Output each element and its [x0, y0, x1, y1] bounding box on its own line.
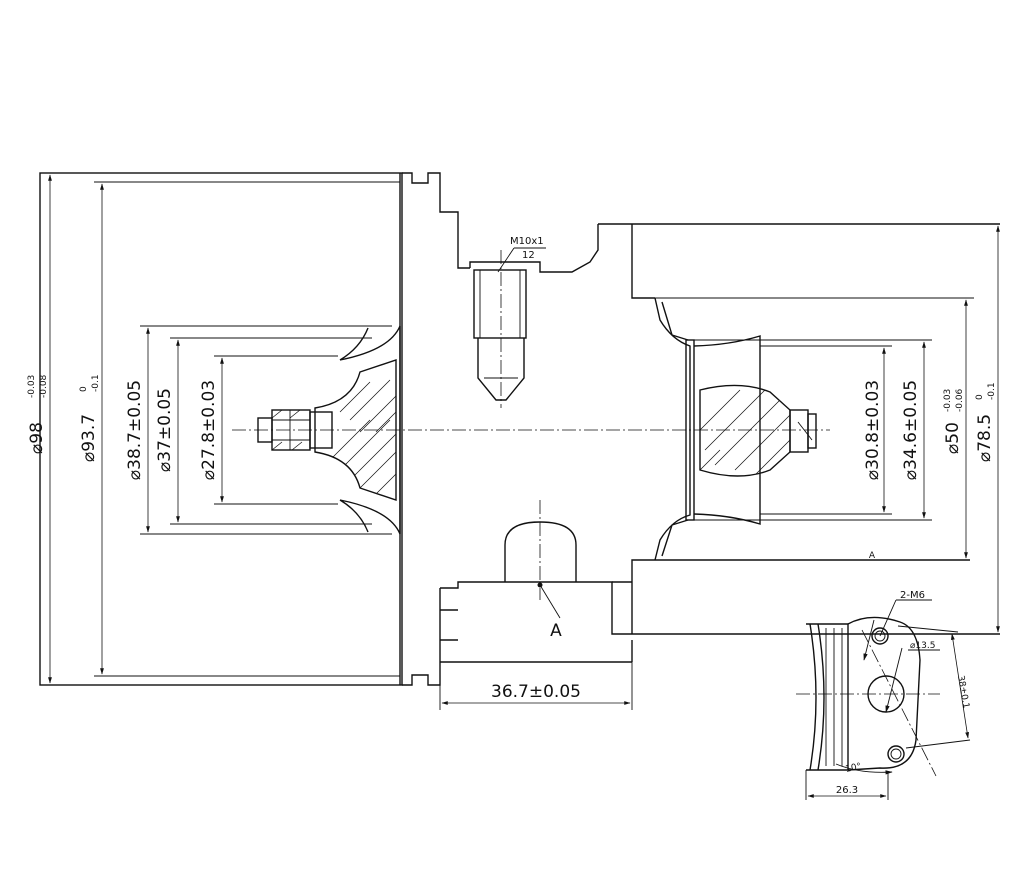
turbine-wheel — [654, 297, 817, 561]
thread-depth: 12 — [522, 250, 535, 261]
flange-view — [796, 599, 971, 800]
width-dimension — [439, 662, 633, 710]
svg-text:⌀93.7: ⌀93.7 — [79, 414, 99, 462]
dim-d37: ⌀37±0.05 — [155, 388, 175, 472]
svg-text:⌀98: ⌀98 — [27, 422, 47, 454]
compressor-housing — [39, 172, 470, 686]
dim-d34-6: ⌀34.6±0.05 — [901, 380, 921, 480]
thread-spec: M10x1 — [510, 236, 544, 247]
compressor-wheel — [257, 325, 401, 535]
svg-text:⌀50: ⌀50 — [943, 422, 963, 454]
svg-text:-0.03: -0.03 — [943, 389, 953, 412]
svg-text:-0.1: -0.1 — [987, 382, 997, 400]
section-a-small: A — [869, 551, 876, 561]
section-a-label: A — [550, 621, 562, 641]
oil-port — [473, 250, 527, 408]
flange-angle-label: 10° — [845, 762, 863, 775]
dim-d38-7: ⌀38.7±0.05 — [125, 380, 145, 480]
flange-spacing-label: 38±0.1 — [955, 675, 971, 710]
thread-leader — [497, 247, 515, 273]
dim-d93-7: ⌀93.7 0 -0.1 — [79, 374, 101, 462]
svg-text:-0.1: -0.1 — [91, 374, 101, 392]
dim-d27-8: ⌀27.8±0.03 — [199, 380, 219, 480]
oil-drain — [504, 500, 577, 619]
flange-width-label: 26.3 — [836, 785, 858, 796]
dim-d78-5: ⌀78.5 0 -0.1 — [975, 382, 997, 462]
svg-text:0: 0 — [975, 394, 985, 400]
dim-d50: ⌀50 -0.03 -0.06 — [943, 388, 965, 453]
left-dimensions — [48, 174, 400, 684]
bearing-housing — [440, 223, 1000, 663]
svg-text:-0.03: -0.03 — [27, 375, 37, 398]
svg-text:-0.08: -0.08 — [39, 374, 49, 398]
flange-holes-label: 2-M6 — [900, 590, 925, 601]
width-36-7-label: 36.7±0.05 — [491, 682, 581, 702]
dim-d98: ⌀98 -0.03 -0.08 — [27, 374, 49, 453]
svg-text:⌀78.5: ⌀78.5 — [975, 414, 995, 462]
svg-text:-0.06: -0.06 — [955, 388, 965, 412]
flange-bore-label: ⌀13.5 — [910, 641, 935, 651]
dim-d30-8: ⌀30.8±0.03 — [863, 380, 883, 480]
right-dimensions — [655, 225, 1000, 633]
svg-text:0: 0 — [79, 386, 89, 392]
